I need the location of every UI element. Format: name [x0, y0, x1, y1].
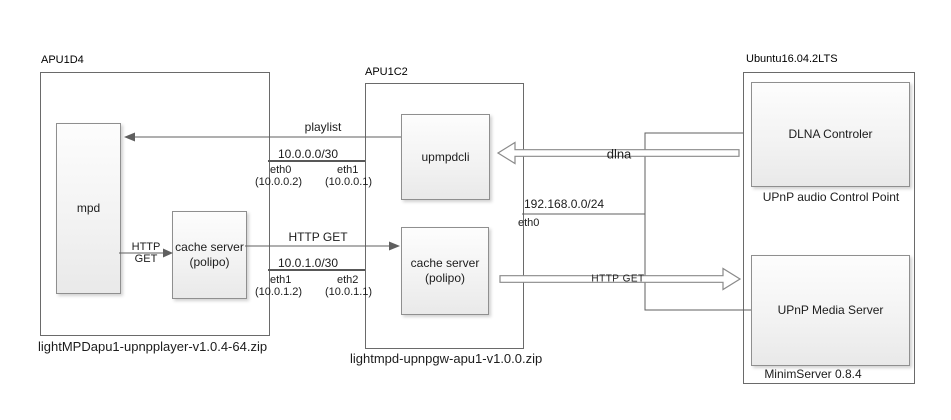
dlna-arrow-label: dlna — [606, 146, 632, 162]
net2-right-ip-label: (10.0.1.1) — [325, 286, 373, 298]
gateway-zip-caption: lightmpd-upnpgw-apu1-v1.0.0.zip — [350, 351, 543, 366]
lan-if-label: eth0 — [518, 217, 540, 229]
net1-right-ip-label: (10.0.0.1) — [325, 176, 373, 188]
net1-right-if-label: eth1 — [337, 164, 359, 176]
http-text: HTTP — [131, 241, 161, 253]
net1-cidr-label: 10.0.0.0/30 — [277, 147, 339, 161]
gateway-cache-label: cache server (polipo) — [411, 256, 480, 286]
cache-server-text: cache server — [410, 256, 480, 270]
dlna-controller-label: DLNA Controler — [788, 127, 873, 141]
minimserver-caption: MinimServer 0.8.4 — [764, 367, 862, 381]
player-box-title: APU1D4 — [41, 54, 84, 66]
ubuntu-box-title: Ubuntu16.04.2LTS — [746, 53, 838, 65]
playlist-label: playlist — [304, 120, 342, 134]
polipo-text: (polipo) — [424, 271, 465, 285]
http-arrow-label: HTTP GET — [591, 273, 645, 285]
media-server-box: UPnP Media Server — [751, 255, 910, 366]
net2-cidr-label: 10.0.1.0/30 — [277, 256, 339, 270]
gateway-box — [365, 83, 524, 349]
upmpdcli-label: upmpdcli — [421, 149, 470, 164]
player-cache-box: cache server (polipo) — [172, 211, 247, 299]
get-text: GET — [134, 253, 158, 265]
ubuntu-bracket-line — [644, 132, 751, 311]
mpd-label: mpd — [76, 201, 101, 215]
cache-server-text: cache server — [175, 240, 244, 254]
gateway-cache-box: cache server (polipo) — [401, 227, 489, 315]
net2-left-if-label: eth1 — [270, 274, 292, 286]
mpd-box: mpd — [56, 123, 121, 294]
lan-cidr-label: 192.168.0.0/24 — [524, 197, 605, 211]
media-server-label: UPnP Media Server — [777, 303, 884, 317]
polipo-text: (polipo) — [189, 255, 230, 269]
http-get-label: HTTP GET — [288, 230, 348, 244]
player-cache-label: cache server (polipo) — [175, 240, 244, 270]
net1-left-if-label: eth0 — [270, 164, 292, 176]
player-box — [40, 72, 270, 336]
mpd-http-get-label: HTTP GET — [132, 241, 161, 265]
player-zip-caption: lightMPDapu1-upnpplayer-v1.0.4-64.zip — [38, 339, 268, 354]
net2-left-ip-label: (10.0.1.2) — [255, 286, 303, 298]
upmpdcli-box: upmpdcli — [401, 114, 490, 200]
dlna-controller-box: DLNA Controler — [751, 82, 910, 187]
net1-left-ip-label: (10.0.0.2) — [255, 176, 303, 188]
net2-right-if-label: eth2 — [337, 274, 359, 286]
gateway-box-title: APU1C2 — [365, 66, 408, 78]
control-point-caption: UPnP audio Control Point — [762, 190, 900, 204]
